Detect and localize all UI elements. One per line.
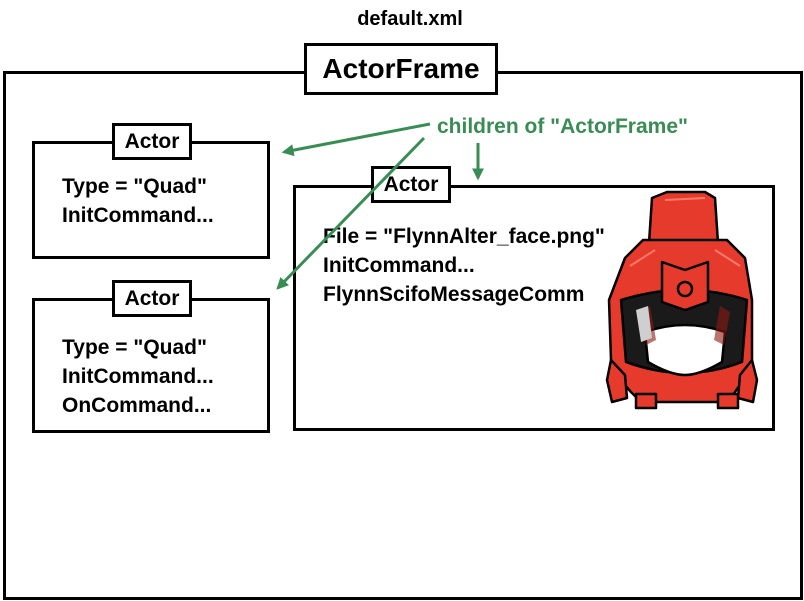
arrow-to-actor-1 <box>281 122 431 157</box>
actor-2-line-3: OnCommand... <box>62 394 212 417</box>
actor-label-2: Actor <box>112 280 192 317</box>
actorframe-label: ActorFrame <box>304 43 498 95</box>
actor-label-1: Actor <box>112 123 192 160</box>
actor-label-3: Actor <box>371 166 451 203</box>
actor-1-line-1: Type = "Quad" <box>62 175 207 198</box>
actor-2-text: Type = "Quad" InitCommand... OnCommand..… <box>62 333 214 420</box>
actor-1-line-2: InitCommand... <box>62 204 214 227</box>
actor-3-line-1: File = "FlynnAlter_face.png" <box>323 225 605 248</box>
arrow-to-actor-2 <box>276 136 426 290</box>
actor-1-text: Type = "Quad" InitCommand... <box>62 172 214 230</box>
actor-3-text: File = "FlynnAlter_face.png" InitCommand… <box>323 222 605 309</box>
actor-3-line-2: InitCommand... <box>323 254 475 277</box>
actor-3-line-3: FlynnScifoMessageComm <box>323 283 585 306</box>
children-annotation: children of "ActorFrame" <box>437 115 688 138</box>
actor-2-line-2: InitCommand... <box>62 365 214 388</box>
actor-2-line-1: Type = "Quad" <box>62 336 207 359</box>
file-title: default.xml <box>357 8 463 30</box>
